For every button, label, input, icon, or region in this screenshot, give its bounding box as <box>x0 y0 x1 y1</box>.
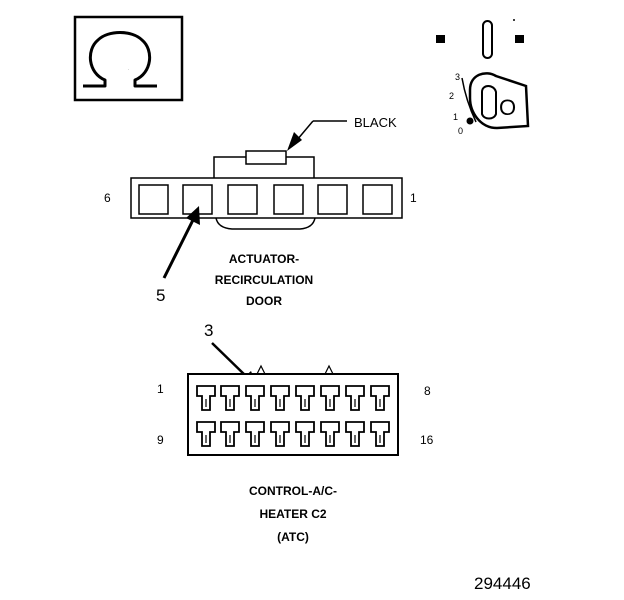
connector-cavities <box>138 184 393 215</box>
callout-number: 3 <box>204 321 213 340</box>
terminal-icon <box>270 421 290 447</box>
cavity <box>362 184 393 215</box>
switch-position-1: 1 <box>453 112 458 122</box>
connector-terminals <box>196 385 390 447</box>
ignition-switch: 3 2 1 0 O <box>436 19 530 136</box>
terminal-icon <box>245 421 265 447</box>
control-connector: 3 1 8 9 16 CONTROL-A/C- HEATER C2 (ATC) <box>157 321 434 544</box>
actuator-connector: BLACK 6 1 5 ACTUATOR- RECIRCULATION DOOR <box>104 115 417 308</box>
ohm-symbol-box: Ω <box>73 15 184 102</box>
caption-line-2: HEATER C2 <box>259 507 326 521</box>
wire-color-label: BLACK <box>354 115 397 130</box>
switch-position-2: 2 <box>449 91 454 101</box>
pin-label-bottom-right: 16 <box>420 433 434 447</box>
terminal-icon <box>295 421 315 447</box>
terminal-icon <box>370 385 390 411</box>
pin-label-left: 6 <box>104 191 111 205</box>
caption-line-3: (ATC) <box>277 530 309 544</box>
terminal-icon <box>196 421 216 447</box>
terminal-icon <box>245 385 265 411</box>
connector-top-tab <box>256 364 266 375</box>
caption-line-3: DOOR <box>246 294 282 308</box>
pin-label-bottom-left: 9 <box>157 433 164 447</box>
cavity <box>227 184 258 215</box>
ohm-icon <box>83 31 157 88</box>
caption-line-2: RECIRCULATION <box>215 273 313 287</box>
terminal-icon <box>345 421 365 447</box>
switch-contact-left <box>436 35 445 43</box>
terminal-icon <box>196 385 216 411</box>
caption-line-1: ACTUATOR- <box>229 252 299 266</box>
cavity <box>138 184 169 215</box>
key-label: O <box>499 95 516 120</box>
callout-arrow-line <box>162 219 195 279</box>
terminal-icon <box>220 385 240 411</box>
pin-label-top-left: 1 <box>157 382 164 396</box>
connector-body <box>130 177 403 219</box>
terminal-icon <box>345 385 365 411</box>
callout-arrow-line <box>211 342 249 379</box>
callout-arrow-icon <box>186 206 200 225</box>
pin-label-right: 1 <box>410 191 417 205</box>
connector-top-tab <box>324 364 334 375</box>
connector-latch-bottom <box>215 217 316 230</box>
switch-position-3: 3 <box>455 72 460 82</box>
terminal-icon <box>295 385 315 411</box>
terminal-icon <box>320 421 340 447</box>
switch-position-0: 0 <box>458 126 463 136</box>
callout-number: 5 <box>156 286 165 305</box>
terminal-icon <box>370 421 390 447</box>
cavity <box>317 184 348 215</box>
cavity <box>273 184 304 215</box>
wire-arrow-icon <box>287 132 302 151</box>
connector-body <box>187 373 399 456</box>
switch-arc <box>461 77 477 123</box>
pin-label-top-right: 8 <box>424 384 431 398</box>
caption-line-1: CONTROL-A/C- <box>249 484 337 498</box>
figure-number: 294446 <box>474 574 531 593</box>
position-dot <box>466 117 474 125</box>
terminal-icon <box>270 385 290 411</box>
terminal-icon <box>220 421 240 447</box>
switch-contact-right <box>515 35 524 43</box>
connector-lock-tab <box>245 150 287 165</box>
terminal-icon <box>320 385 340 411</box>
ohm-symbol-text: Ω <box>128 69 129 71</box>
key-slot-icon <box>482 20 493 59</box>
